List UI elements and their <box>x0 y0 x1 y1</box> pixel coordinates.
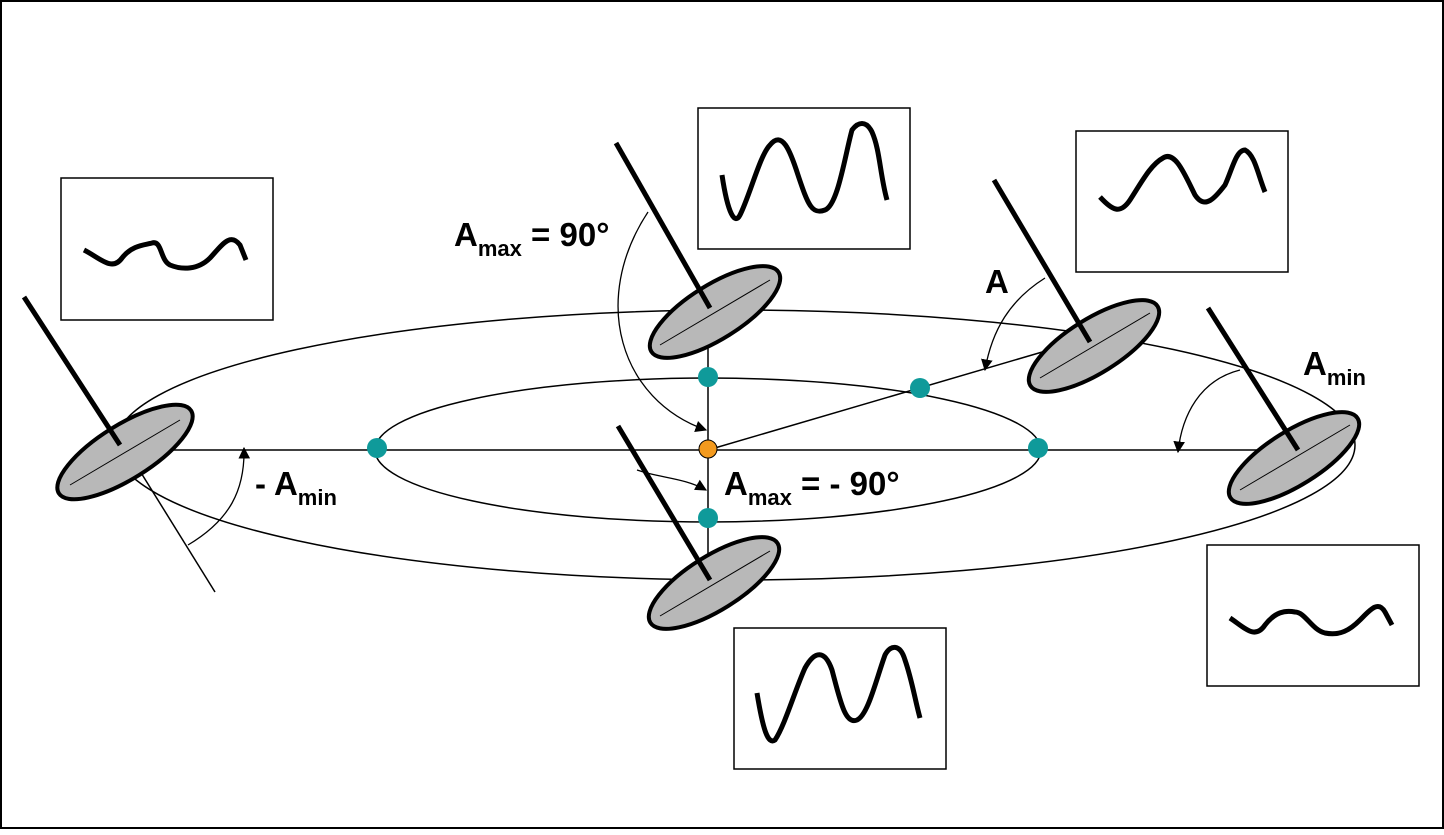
label-amin-right: Amin <box>1303 345 1366 390</box>
antenna-dish-icon <box>1205 306 1362 506</box>
arc-amin-right <box>1173 369 1241 454</box>
arc-amax-top <box>617 211 708 433</box>
antenna-dish-icon <box>613 141 783 360</box>
point-teal <box>698 508 718 528</box>
waveform-box-bottom <box>733 627 947 770</box>
point-teal <box>698 367 718 387</box>
label-amin-left: - Amin <box>255 465 337 510</box>
arc-a <box>981 277 1046 372</box>
waveform-icon <box>1098 147 1268 212</box>
antenna-dish-icon <box>615 424 782 631</box>
outer-orbit <box>114 309 1356 581</box>
point-teal <box>367 438 387 458</box>
waveform-box-left <box>60 177 274 321</box>
waveform-icon <box>719 121 890 222</box>
waveform-icon <box>82 237 249 271</box>
point-teal <box>1028 438 1048 458</box>
waveform-box-right-top <box>1075 130 1289 273</box>
antenna-dish-icon <box>21 295 195 502</box>
waveform-icon <box>1228 604 1395 637</box>
waveform-box-top <box>697 107 911 250</box>
label-amax-bottom: Amax = - 90° <box>724 465 900 510</box>
antenna-dish-icon <box>991 178 1162 394</box>
left-normal-line <box>129 454 216 593</box>
point-center <box>698 439 718 459</box>
waveform-icon <box>754 644 923 744</box>
waveform-box-right-bottom <box>1206 544 1420 687</box>
label-amax-top: Amax = 90° <box>454 216 609 261</box>
label-a: A <box>985 263 1009 300</box>
point-teal <box>910 378 930 398</box>
diagonal-axis <box>707 337 1091 451</box>
arc-amin-left <box>187 446 251 546</box>
